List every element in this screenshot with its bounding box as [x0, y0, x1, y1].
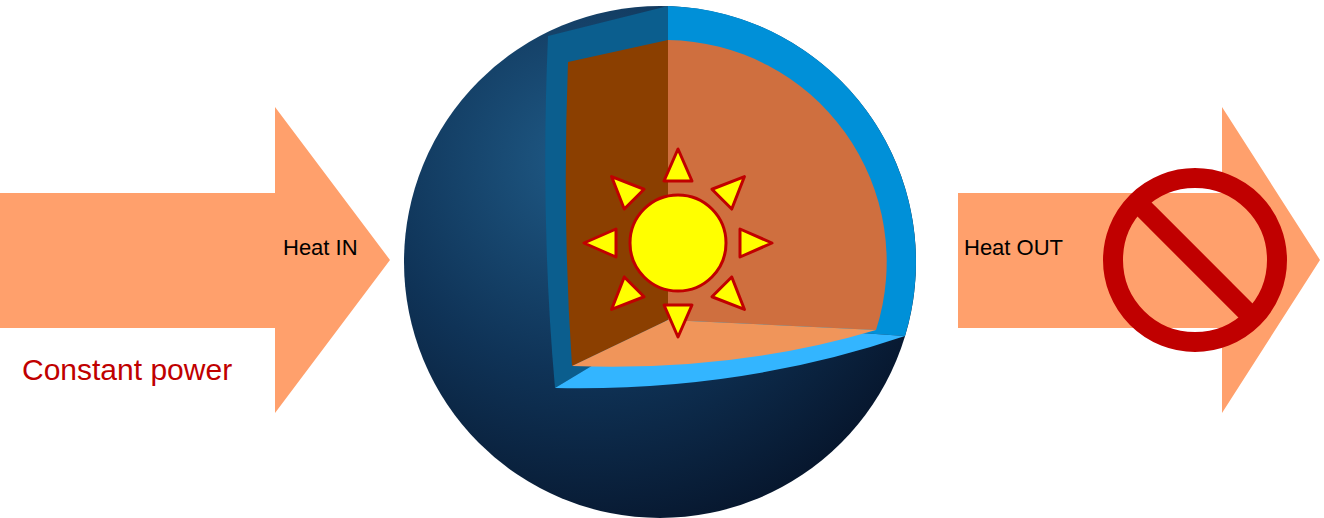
crust-floor-face: [555, 320, 905, 388]
prohibition-sign: [1113, 178, 1277, 342]
sun-ray: [740, 229, 772, 257]
sun-ray: [664, 149, 692, 181]
sun-ray: [584, 229, 616, 257]
planet-sphere: [404, 6, 916, 518]
sun-ray: [612, 177, 645, 210]
arrow-fill: [958, 107, 1320, 413]
sun-disc: [630, 195, 726, 291]
prohibition-ring: [1113, 178, 1277, 342]
sun-symbol: [584, 149, 772, 337]
sun-ray: [612, 277, 645, 310]
mantle-floor-face: [572, 320, 876, 367]
sun-ray: [664, 305, 692, 337]
sun-ray: [712, 277, 745, 310]
arrow-shape: Heat OUT: [958, 107, 1324, 413]
arrow-label: Heat IN: [283, 235, 358, 261]
caption-label: Constant power: [22, 352, 232, 388]
sun-ray: [712, 177, 745, 210]
arrow-outline: [958, 107, 1324, 413]
arrow-label: Heat OUT: [964, 235, 1063, 261]
crust-back-face: [668, 6, 916, 336]
arrow-fill: [0, 107, 390, 413]
prohibition-bar: [1137, 202, 1253, 318]
